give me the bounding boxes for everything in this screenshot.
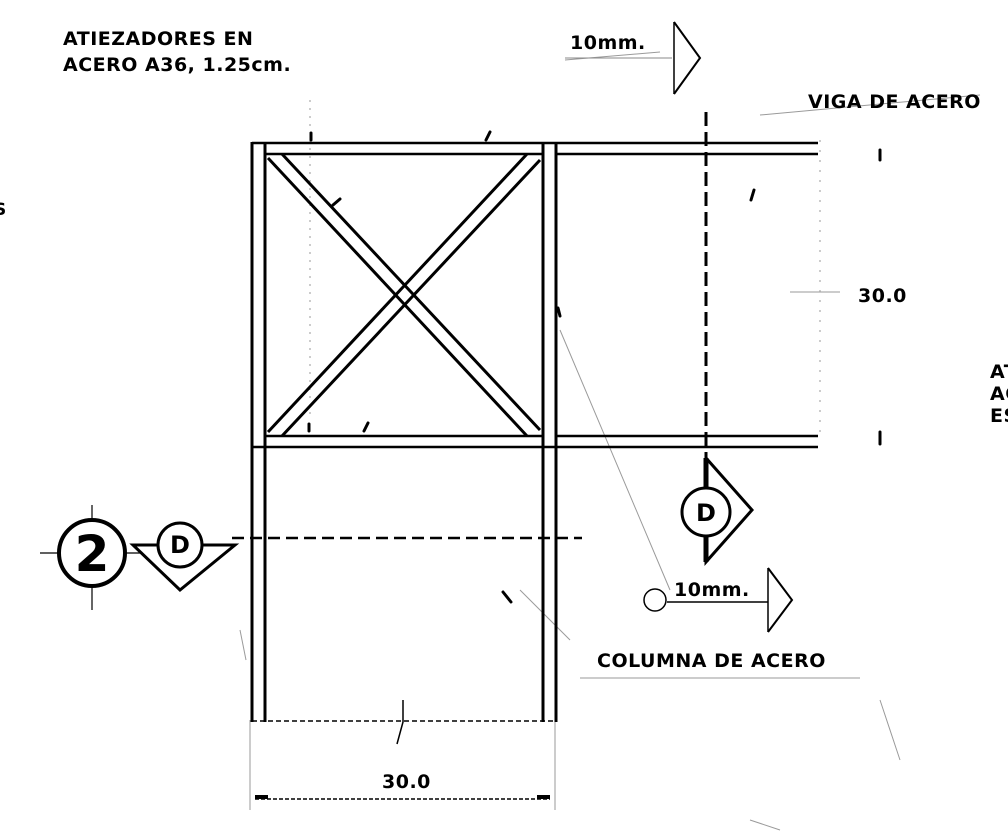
steel-column [250, 142, 558, 722]
diagonal-stiffeners [266, 152, 542, 438]
dimension-vertical-label: 30.0 [858, 285, 907, 307]
left-cut-label: S [0, 200, 7, 220]
weld-symbol-bottom [643, 567, 794, 633]
right-cut-label-1: AT [990, 361, 1008, 383]
faint-construction-lines [239, 51, 981, 831]
dimension-horizontal [255, 795, 550, 800]
grid-bubble: 2 [40, 505, 145, 610]
beam-label: VIGA DE ACERO [808, 91, 981, 113]
right-cut-label-3: ES [990, 405, 1008, 427]
detail-marker-left: D [129, 521, 240, 593]
beam-flanges [252, 141, 818, 722]
weld-bottom-label: 10mm. [674, 579, 750, 601]
grid-number: 2 [75, 525, 110, 583]
detail-marker-left-letter: D [170, 531, 190, 559]
detail-marker-right: D [680, 454, 755, 566]
stiffeners-label-line1: ATIEZADORES EN [63, 28, 253, 50]
break-symbol [396, 700, 404, 745]
weld-symbol-top [565, 21, 702, 95]
stiffeners-label-line2: ACERO A36, 1.25cm. [63, 54, 291, 76]
column-label: COLUMNA DE ACERO [597, 650, 826, 672]
weld-top-label: 10mm. [570, 32, 646, 54]
detail-marker-right-letter: D [696, 499, 716, 527]
right-cut-label-2: AC [990, 383, 1008, 405]
dimension-horizontal-label: 30.0 [382, 771, 431, 793]
tick-marks [307, 130, 882, 604]
